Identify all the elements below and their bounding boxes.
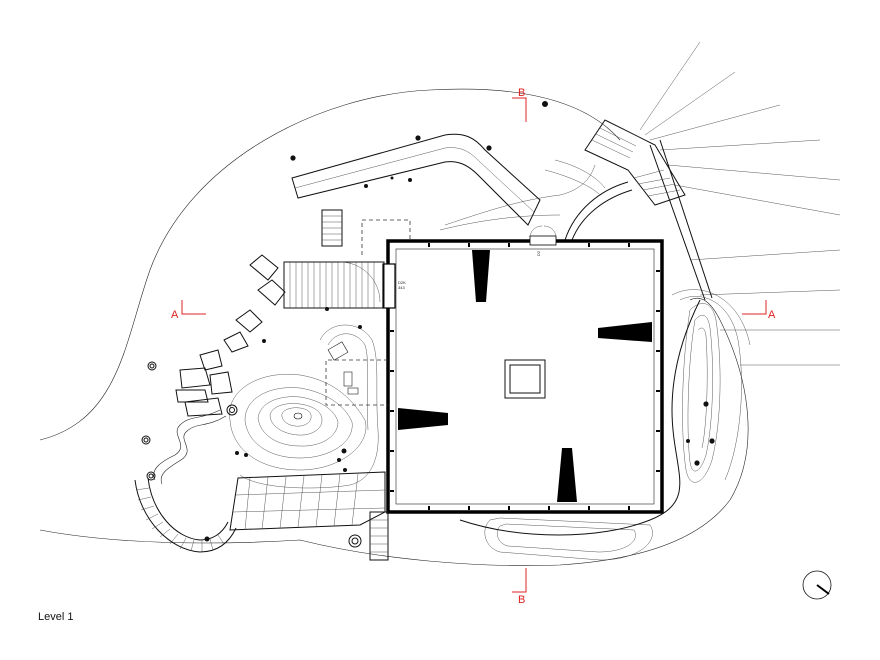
se-access-path <box>459 299 701 536</box>
svg-text:B: B <box>518 87 525 99</box>
main-building-outer <box>386 239 664 514</box>
north-arrow-icon <box>802 570 832 600</box>
stair-ramp-top <box>584 119 686 206</box>
section-marker-b-top: B <box>512 87 527 122</box>
south-loop-path-inner <box>497 523 636 553</box>
site-boundary <box>39 88 621 441</box>
shrubs <box>141 361 362 548</box>
radiating-lines <box>639 41 841 366</box>
bridge-arc <box>339 261 381 303</box>
north-entrance <box>529 235 557 246</box>
mound-elements <box>327 341 359 395</box>
curved-wall-sw <box>134 477 237 553</box>
dashed-outline-upper <box>361 219 411 255</box>
main-building-inner <box>395 248 655 505</box>
level-label: Level 1 <box>38 611 74 623</box>
wall-blade-south <box>557 448 577 502</box>
section-marker-a-right: A <box>742 300 776 321</box>
west-entrance <box>382 263 396 309</box>
dashed-outline-lower <box>325 359 388 406</box>
central-void-inner <box>509 364 541 394</box>
wall-blade-west <box>398 408 448 430</box>
rock-cluster <box>175 254 286 417</box>
door-tag-west-1: D2K <box>398 280 406 285</box>
south-loop-path <box>484 517 653 561</box>
west-bridge <box>283 261 385 309</box>
south-steps-treads <box>370 519 388 553</box>
stream-path-2 <box>160 415 227 485</box>
walkway-top <box>291 133 541 226</box>
site-boundary-south <box>39 297 749 566</box>
wall-blade-north <box>472 250 490 302</box>
wall-blade-east <box>598 322 652 342</box>
terrace-grid <box>232 473 386 531</box>
topo-mound <box>229 324 379 489</box>
contour-lines <box>439 159 606 231</box>
column-ticks <box>390 243 660 510</box>
stair-treads-top <box>591 127 681 197</box>
stream-path <box>153 409 221 481</box>
section-marker-b-bottom: B <box>512 568 527 606</box>
bridge-treads <box>289 262 375 308</box>
approach-curve <box>564 181 633 241</box>
east-loop <box>671 289 751 483</box>
door-tag-west-2: 343 <box>398 285 405 290</box>
svg-text:A: A <box>768 309 776 321</box>
mound-dot <box>293 412 303 420</box>
walkway-top-inner <box>294 147 535 213</box>
trees <box>204 101 715 542</box>
curved-wall-hatch <box>135 487 225 552</box>
svg-text:B: B <box>518 594 525 606</box>
door-tag-north: D2 <box>536 250 541 256</box>
section-marker-a-left: A <box>171 300 206 321</box>
door-swing <box>529 225 557 237</box>
stair-stub-treads <box>322 215 342 241</box>
diagonal-path <box>649 139 713 301</box>
central-void <box>504 359 546 399</box>
svg-text:A: A <box>171 309 179 321</box>
south-terrace <box>229 471 386 531</box>
